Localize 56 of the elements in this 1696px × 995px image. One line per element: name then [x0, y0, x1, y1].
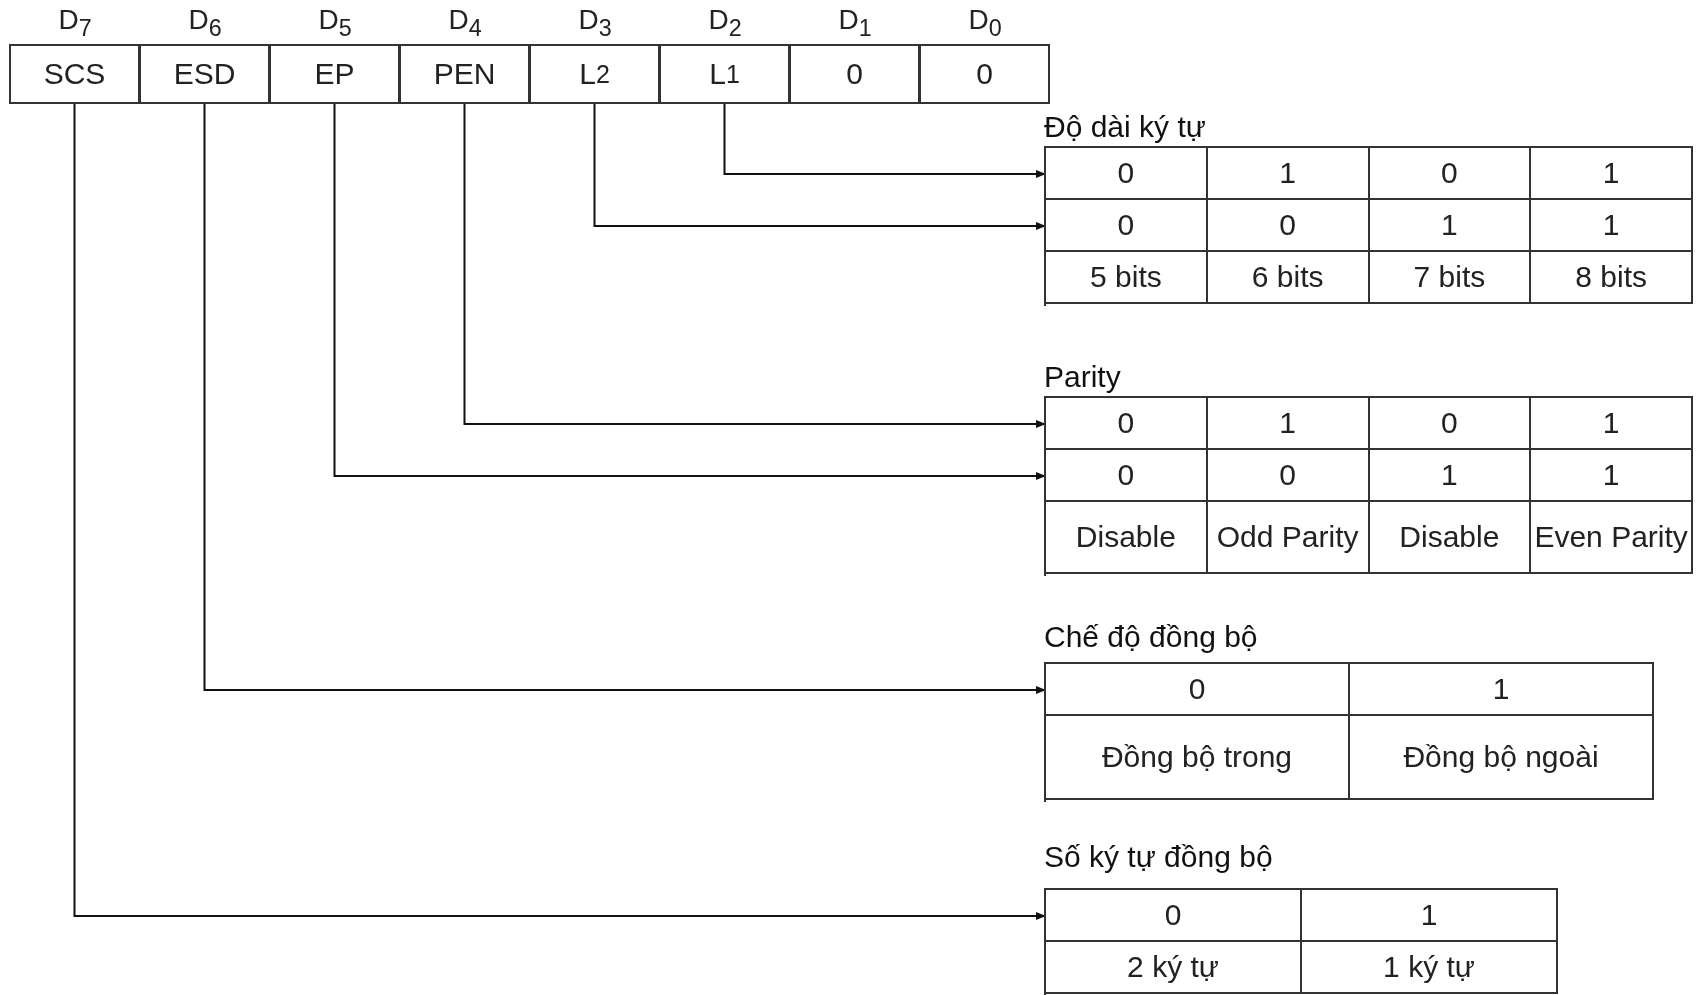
- table-cell: 0: [1369, 148, 1532, 200]
- arrow: [723, 103, 1047, 178]
- table-cell: 0: [1207, 200, 1370, 252]
- table-cell: 2 ký tự: [1046, 942, 1302, 994]
- table-cell: 1: [1369, 200, 1532, 252]
- table-cell: 0: [1046, 148, 1208, 200]
- register-field: 0: [919, 44, 1050, 104]
- table-cell: 5 bits: [1046, 252, 1208, 304]
- arrow: [203, 103, 1047, 694]
- table-cell: 1 ký tự: [1302, 942, 1558, 994]
- table-cell: Đồng bộ ngoài: [1350, 716, 1654, 800]
- table-cell: 0: [1046, 450, 1208, 502]
- table-cell: 1: [1531, 148, 1693, 200]
- table-title: Số ký tự đồng bộ: [1044, 840, 1273, 874]
- table-cell: 1: [1369, 450, 1532, 502]
- table-title: Parity: [1044, 360, 1121, 394]
- table-cell: 1: [1531, 450, 1693, 502]
- table-cell: 1: [1350, 664, 1654, 716]
- table-cell: 7 bits: [1369, 252, 1532, 304]
- table-cell: 1: [1302, 890, 1558, 942]
- table-cell: 8 bits: [1531, 252, 1693, 304]
- register-field: SCS: [9, 44, 140, 104]
- bit-label: D$_{4}$: [447, 4, 483, 42]
- arrow: [333, 103, 1047, 480]
- table-cell: 1: [1531, 200, 1693, 252]
- bit-label: D$_{2}$: [707, 4, 743, 42]
- table-title: Độ dài ký tự: [1044, 110, 1206, 144]
- register-field: 0: [789, 44, 920, 104]
- bit-label: D$_{0}$: [967, 4, 1003, 42]
- bit-label: D$_{6}$: [187, 4, 223, 42]
- table-cell: 0: [1046, 890, 1302, 942]
- register-field: ESD: [139, 44, 270, 104]
- bit-label: D$_{5}$: [317, 4, 353, 42]
- table-cell: Đồng bộ trong: [1046, 716, 1350, 800]
- bit-label: D$_{3}$: [577, 4, 613, 42]
- bit-label: D$_{7}$: [57, 4, 93, 42]
- table-cell: 1: [1531, 398, 1693, 450]
- table-cell: Disable: [1046, 502, 1208, 574]
- table-cell: Odd Parity: [1207, 502, 1370, 574]
- table-cell: 0: [1046, 398, 1208, 450]
- table-cell: 0: [1207, 450, 1370, 502]
- register-field: EP: [269, 44, 400, 104]
- arrow: [593, 103, 1047, 230]
- bit-label: D$_{1}$: [837, 4, 873, 42]
- table-cell: 6 bits: [1207, 252, 1370, 304]
- table-cell: 0: [1046, 664, 1350, 716]
- table-cell: 1: [1207, 148, 1370, 200]
- table-cell: 1: [1207, 398, 1370, 450]
- arrow: [73, 103, 1047, 920]
- table-cell: 0: [1046, 200, 1208, 252]
- table-title: Chế độ đồng bộ: [1044, 620, 1258, 654]
- arrow: [463, 103, 1047, 428]
- table-cell: Disable: [1369, 502, 1532, 574]
- table-cell: Even Parity: [1531, 502, 1693, 574]
- table-cell: 0: [1369, 398, 1532, 450]
- register-field: PEN: [399, 44, 530, 104]
